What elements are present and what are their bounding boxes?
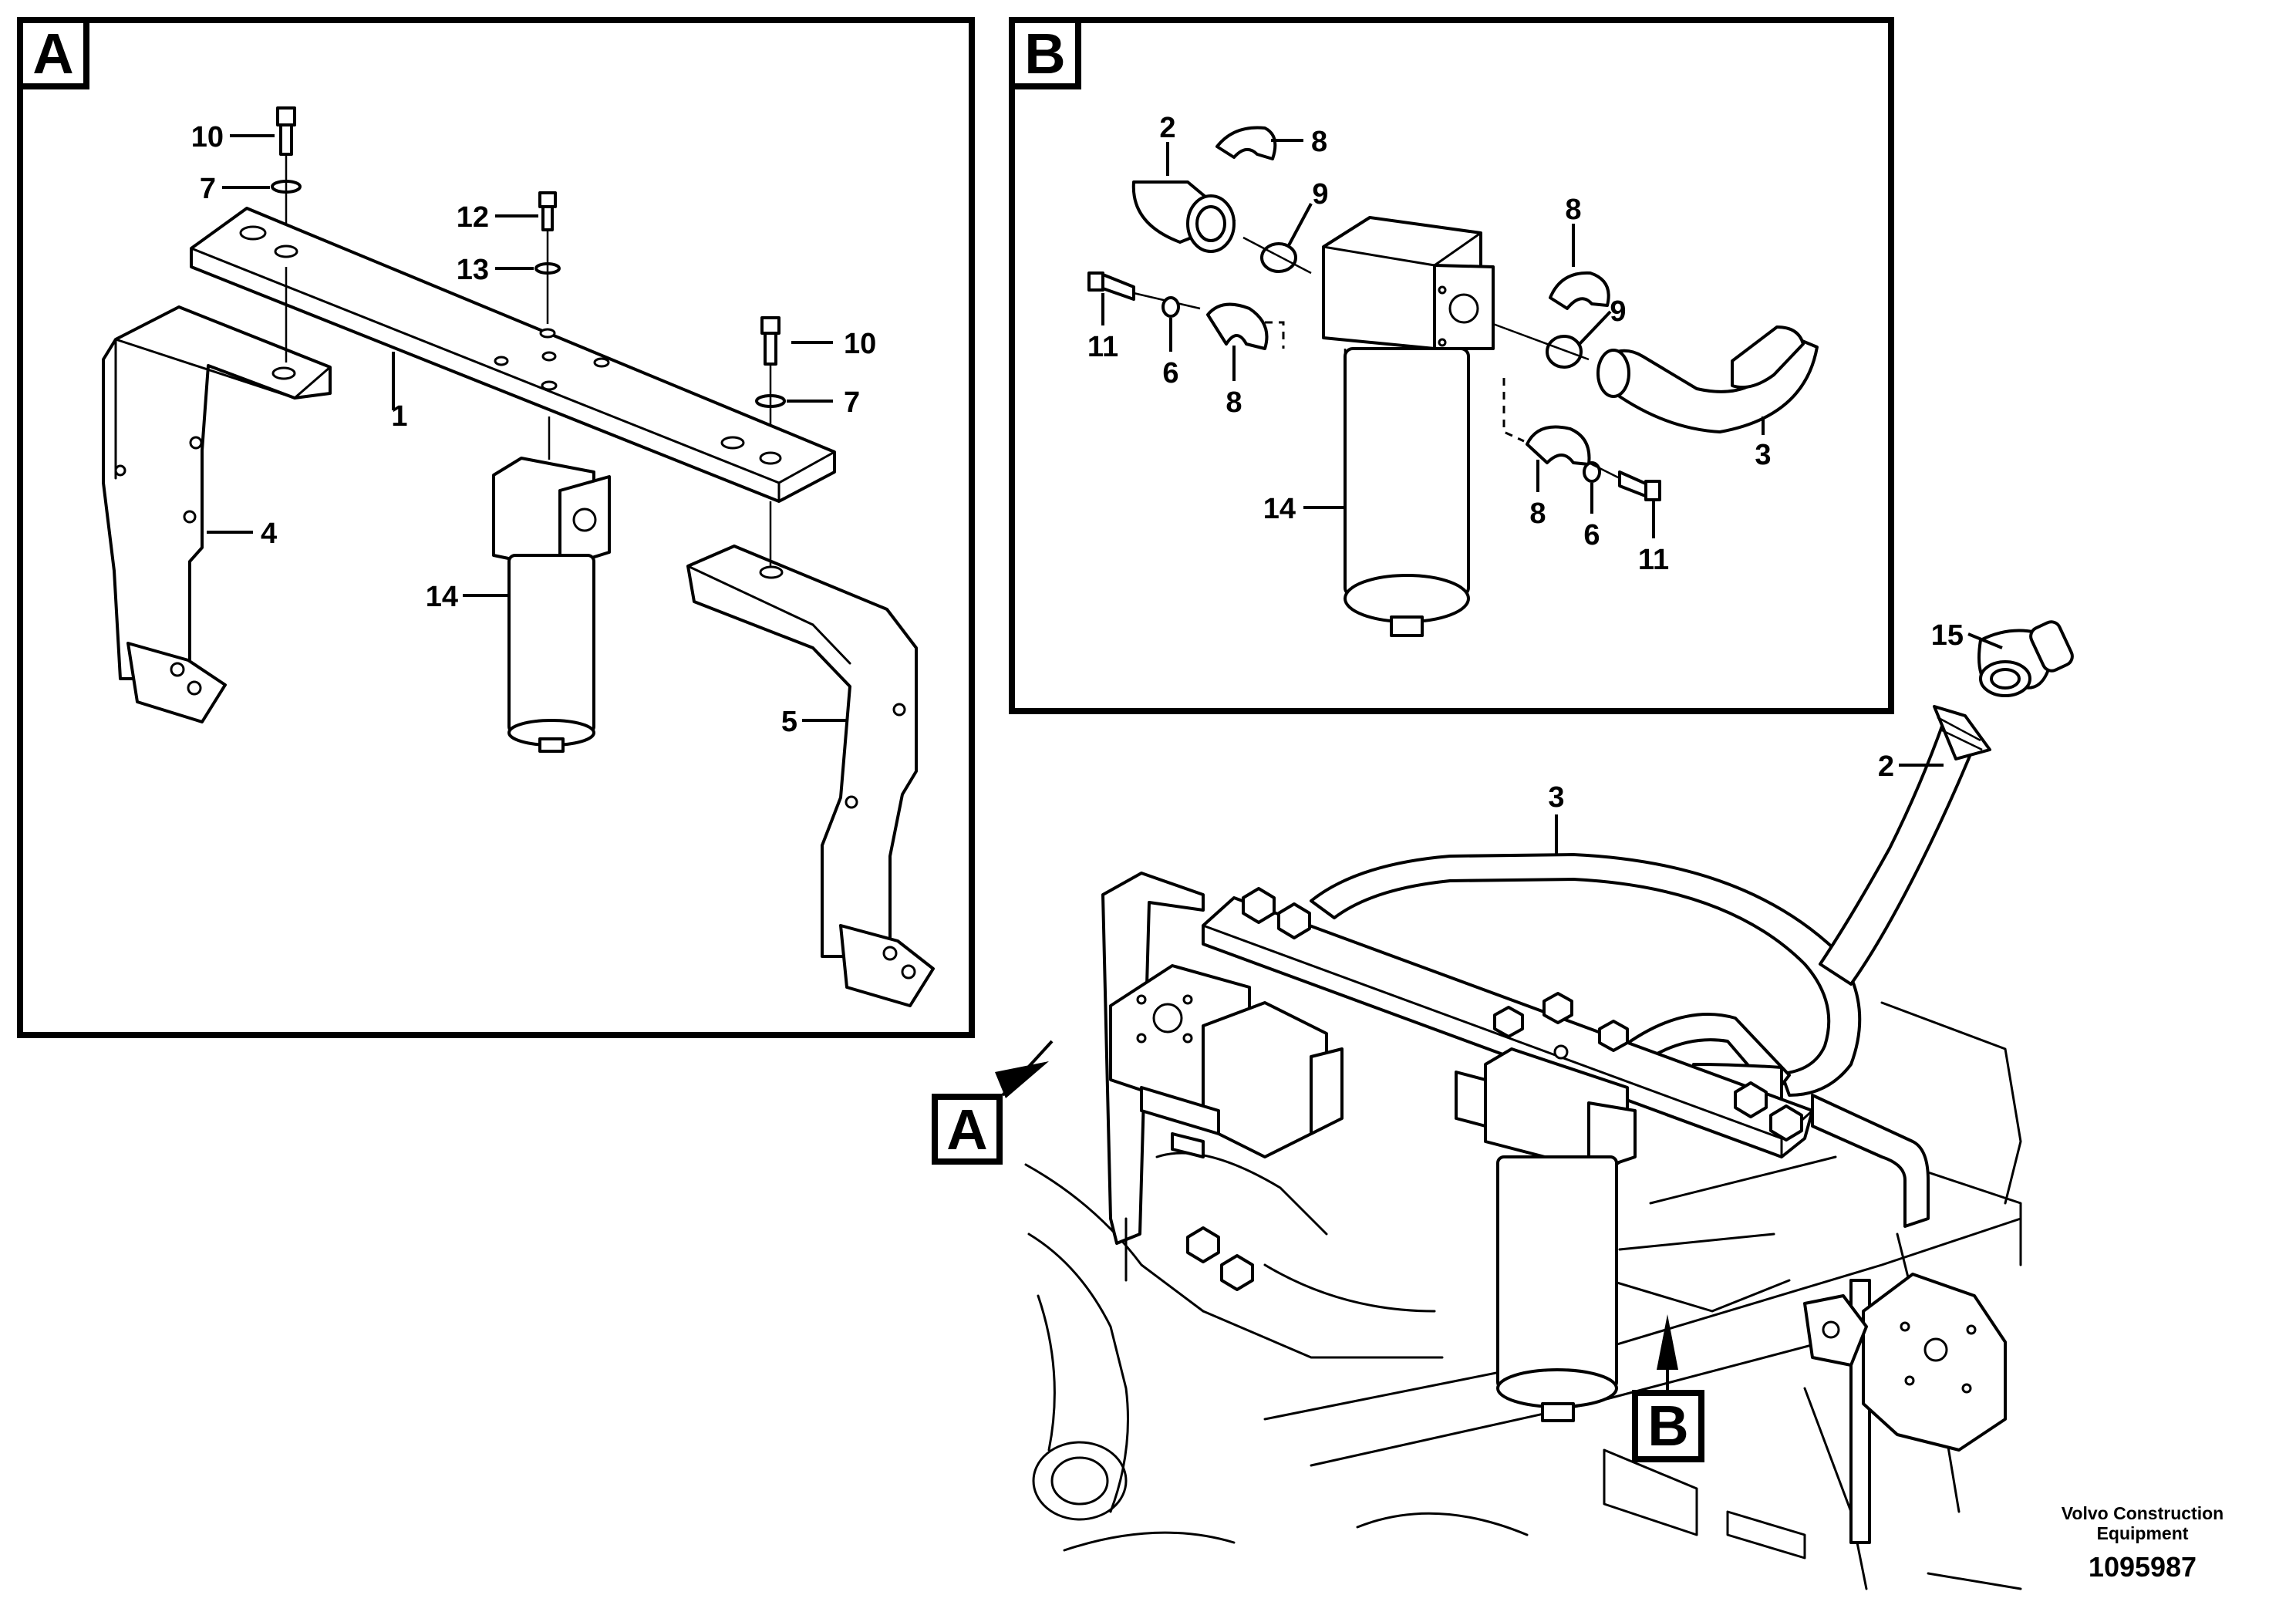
label-7-top: 7	[200, 173, 216, 205]
panel-b-letter: B	[1024, 22, 1065, 86]
bolts-overview	[1242, 887, 1803, 1141]
bolt-11-left	[1087, 271, 1201, 310]
label-3-b: 3	[1755, 439, 1771, 471]
washer-6-left	[1161, 296, 1180, 318]
footer: Volvo Construction Equipment 1095987	[2062, 1503, 2224, 1583]
label-6-left: 6	[1162, 357, 1178, 389]
label-11-left: 11	[1087, 331, 1118, 363]
label-8-top: 8	[1311, 126, 1327, 158]
half-flange-8-top	[1215, 126, 1277, 160]
filter-14-b	[1322, 216, 1495, 637]
label-8-right: 8	[1565, 194, 1581, 226]
label-7-right: 7	[844, 386, 860, 419]
o-ring-9-left	[1260, 242, 1297, 273]
label-15: 15	[1931, 619, 1964, 652]
hose-2-b	[1131, 180, 1236, 253]
company-name-line1: Volvo Construction	[2062, 1503, 2224, 1523]
label-4: 4	[261, 518, 277, 550]
label-3-overview: 3	[1548, 781, 1564, 814]
hose-3-b	[1596, 325, 1819, 433]
elbow-15	[1977, 620, 2074, 697]
hose-2-overview	[1819, 705, 1991, 986]
bolt-10-top	[271, 106, 302, 255]
filter-14-overview	[1455, 1047, 1637, 1422]
mounting-plate	[190, 207, 836, 503]
callout-b: B	[1632, 1314, 1704, 1462]
washer-6-lower	[1583, 461, 1601, 483]
label-10-top: 10	[191, 121, 224, 153]
panel-a-letter-box	[17, 17, 89, 89]
label-11-lower: 11	[1638, 544, 1669, 576]
panel-b-letter-box	[1009, 17, 1081, 89]
label-2-overview: 2	[1878, 750, 1894, 783]
document-number: 1095987	[2089, 1551, 2197, 1583]
panel-a: A	[17, 17, 975, 1038]
bolt-11-lower	[1588, 461, 1661, 501]
mounting-plate-overview	[1202, 887, 1814, 1158]
label-10-right: 10	[844, 328, 876, 360]
valve-block-right	[1803, 1273, 2007, 1452]
label-14-b: 14	[1263, 493, 1296, 525]
label-2-b: 2	[1159, 112, 1175, 144]
label-8-lower: 8	[1529, 497, 1546, 530]
machine-frame	[1024, 1001, 2022, 1590]
label-1: 1	[391, 400, 407, 433]
company-name-line2: Equipment	[2097, 1523, 2189, 1543]
bracket-right	[686, 501, 935, 1007]
panel-a-letter: A	[32, 22, 73, 86]
panel-b-frame	[1009, 17, 1894, 714]
filter-14-a	[492, 416, 611, 753]
panel-b: B	[1009, 17, 1894, 714]
callout-b-letter: B	[1647, 1394, 1688, 1458]
label-12: 12	[457, 201, 489, 234]
bolt-12	[534, 191, 561, 324]
label-6-lower: 6	[1583, 519, 1600, 551]
label-5: 5	[781, 706, 797, 738]
half-flange-8-left	[1206, 302, 1269, 350]
label-9-left: 9	[1312, 178, 1328, 211]
panel-a-frame	[17, 17, 975, 1038]
callout-a: A	[932, 1040, 1054, 1165]
callout-a-letter: A	[946, 1098, 987, 1162]
label-14-a: 14	[426, 581, 458, 613]
label-9-right: 9	[1610, 295, 1626, 328]
half-flange-8-lower	[1526, 425, 1591, 466]
label-8-left: 8	[1226, 386, 1242, 419]
label-13: 13	[457, 254, 489, 286]
pump-block-left	[1109, 964, 1344, 1291]
overview-assembly: A B 15 2 3	[932, 619, 2074, 1590]
o-ring-9-right	[1546, 335, 1583, 369]
bracket-left	[102, 267, 332, 723]
half-flange-8-right	[1549, 271, 1610, 310]
